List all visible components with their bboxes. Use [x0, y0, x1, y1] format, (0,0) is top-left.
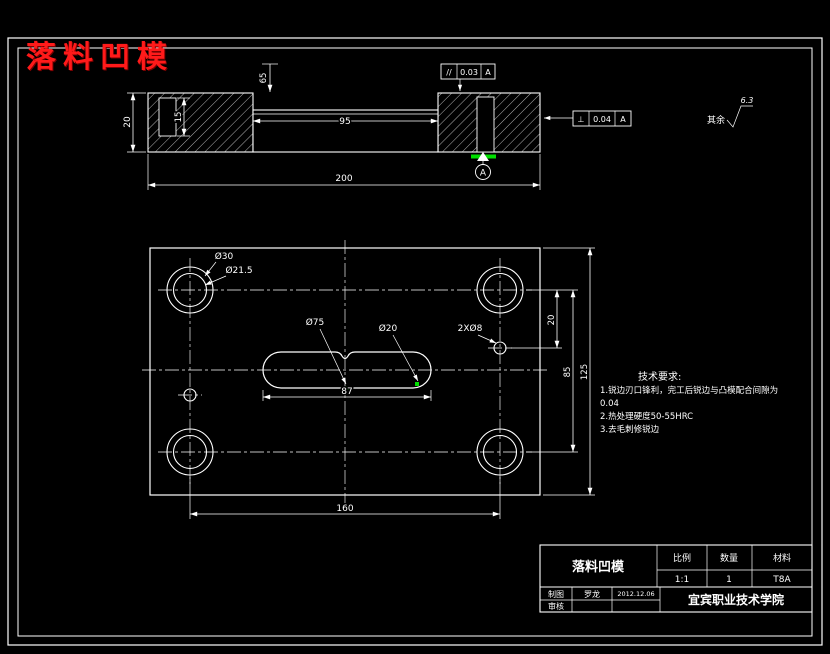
dim-65: 65 [258, 63, 278, 92]
label-bore: Ø30 [215, 251, 234, 262]
dim-85-text: 85 [563, 367, 573, 378]
fcf-parallelism: // 0.03 A [440, 63, 496, 91]
tech-note-3: 2.热处理硬度50-55HRC [600, 411, 693, 422]
dim-65-text: 65 [259, 73, 269, 84]
fcf-perp-symbol: ⊥ [578, 115, 585, 124]
drawn-label: 制图 [548, 589, 564, 599]
scale-label: 比例 [673, 552, 691, 564]
part-name: 落料凹模 [572, 559, 625, 575]
cad-overlay-title: 落料凹模 [26, 40, 174, 75]
dim-15: 15 [173, 97, 190, 137]
dim-20-offset: 20 [508, 289, 578, 349]
section-cavity [252, 109, 439, 153]
checked-label: 审核 [548, 601, 564, 611]
grip-dot-1 [346, 386, 350, 390]
datum-a: A [471, 152, 496, 180]
dim-95-text: 95 [339, 117, 350, 127]
qty-label: 数量 [720, 552, 738, 564]
roughness-note: 其余 6.3 [707, 96, 754, 128]
label-hole: Ø21.5 [225, 265, 252, 276]
datum-a-label: A [480, 169, 487, 179]
tech-note-4: 3.去毛刺修锐边 [600, 424, 660, 435]
tech-note-1: 1.锐边刃口锋利，完工后锐边与凸模配合间隙为 [600, 385, 778, 396]
roughness-value: 6.3 [741, 96, 754, 105]
material-value: T8A [772, 575, 791, 585]
label-slot-minor: Ø20 [379, 323, 398, 334]
label-side-holes: 2XØ8 [458, 323, 483, 334]
sheet-frame [7, 37, 823, 646]
roughness-prefix: 其余 [707, 114, 725, 126]
center-lines [142, 240, 548, 503]
tech-note-2: 0.04 [600, 399, 619, 409]
dim-200: 200 [147, 154, 541, 190]
scale-value: 1:1 [675, 575, 689, 585]
fcf-perp-datum: A [620, 115, 626, 124]
dim-125-text: 125 [580, 364, 590, 380]
material-label: 材料 [773, 552, 791, 564]
dim-15-text: 15 [174, 112, 184, 123]
dim-200-text: 200 [335, 174, 352, 184]
tech-notes: 技术要求: 1.锐边刃口锋利，完工后锐边与凸模配合间隙为 0.04 2.热处理硬… [600, 370, 778, 435]
dim-20-offset-text: 20 [547, 315, 557, 326]
tech-notes-title: 技术要求: [638, 370, 681, 383]
fcf-parallel-value: 0.03 [460, 68, 478, 77]
qty-value: 1 [726, 575, 732, 585]
fcf-perp-value: 0.04 [593, 115, 611, 124]
fcf-perpendicularity: ⊥ 0.04 A [544, 110, 632, 127]
dim-20-text: 20 [123, 116, 133, 128]
section-right-slot [476, 96, 495, 153]
dim-160-text: 160 [336, 504, 353, 514]
dim-160: 160 [189, 477, 501, 519]
roughness-icon [726, 105, 753, 128]
title-block: 落料凹模 比例 数量 材料 1:1 1 T8A 制图 罗龙 2012.12.06… [539, 544, 813, 613]
dim-85: 85 [526, 290, 578, 453]
fcf-parallel-datum: A [485, 68, 491, 77]
label-slot-major: Ø75 [306, 317, 325, 328]
dim-95: 95 [253, 116, 438, 129]
fcf-parallel-symbol: // [446, 68, 452, 77]
section-view: 200 20 15 65 [122, 63, 754, 190]
dim-87: 87 [262, 386, 432, 401]
drawn-date: 2012.12.06 [617, 590, 654, 598]
pin-hole-right [493, 341, 507, 355]
plan-view: Ø30 Ø21.5 Ø75 Ø20 2XØ8 87 [142, 240, 595, 519]
plan-labels: Ø30 Ø21.5 Ø75 Ø20 2XØ8 [204, 250, 497, 385]
corner-holes [166, 266, 524, 476]
blanking-slot [262, 351, 432, 389]
section-left-slot [158, 97, 177, 137]
pin-hole-left [183, 388, 197, 402]
dim-125: 125 [543, 247, 595, 496]
dim-20-left: 20 [122, 92, 146, 153]
dim-87-text: 87 [341, 387, 352, 397]
drawn-by: 罗龙 [584, 589, 600, 599]
grip-dot-2 [415, 382, 419, 386]
organization-name: 宜宾职业技术学院 [688, 592, 784, 607]
